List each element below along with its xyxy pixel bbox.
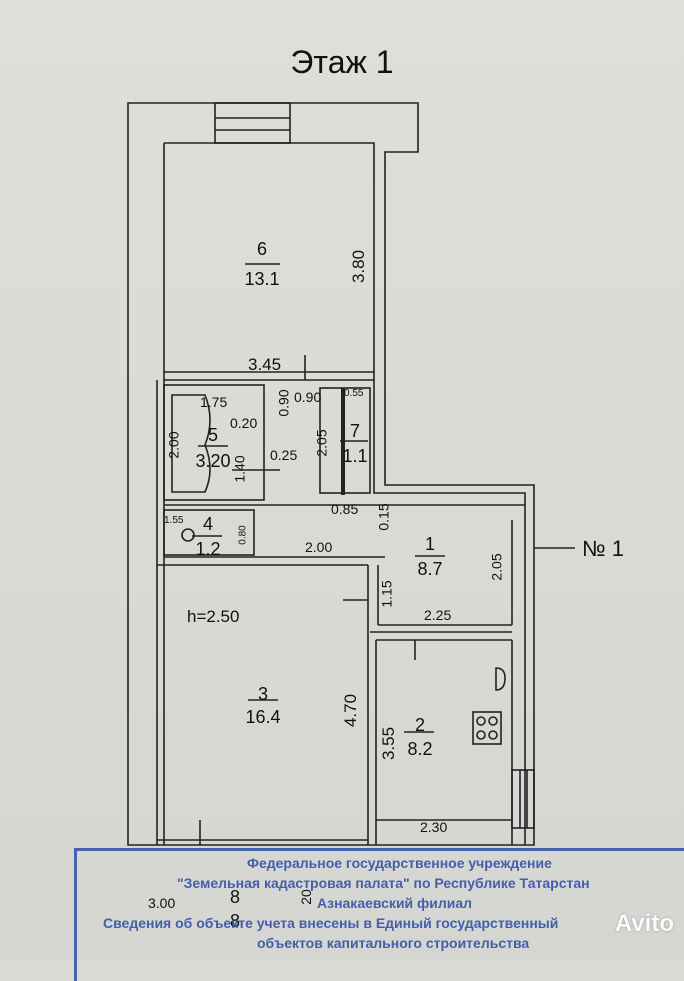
room4-box xyxy=(163,509,255,556)
stamp-line-3: Азнакаевский филиал xyxy=(317,895,473,911)
object-number-label: № 1 xyxy=(582,536,624,561)
inner-wall xyxy=(164,142,526,845)
dim-2-25: 2.25 xyxy=(424,607,452,623)
room-1-area: 8.7 xyxy=(417,559,443,579)
height-note: h=2.50 xyxy=(187,607,240,626)
room-6-area: 13.1 xyxy=(244,269,280,289)
dim-2-30: 2.30 xyxy=(420,819,448,835)
room-4-area: 1.2 xyxy=(195,539,221,559)
stamp-line-4: Сведения об объекте учета внесены в Един… xyxy=(103,915,559,931)
stove xyxy=(472,711,502,745)
dim-1-40-vertical: 1.40 xyxy=(231,455,248,483)
dim-0-80-vertical: 0.80 xyxy=(237,525,249,545)
dim-0-25: 0.25 xyxy=(270,447,298,463)
room-2-number: 2 xyxy=(414,715,425,735)
room-5-number: 5 xyxy=(207,425,218,445)
dim-3-55-vertical: 3.55 xyxy=(379,726,399,761)
room-3-area: 16.4 xyxy=(245,707,281,727)
room-7-number: 7 xyxy=(349,421,360,441)
dim-2-00: 2.00 xyxy=(305,539,333,555)
cadastral-stamp: Федеральное государственное учреждение "… xyxy=(74,848,684,981)
dim-4-70-vertical: 4.70 xyxy=(341,693,361,728)
dim-1-15-vertical: 1.15 xyxy=(378,580,395,608)
dim-0-20: 0.20 xyxy=(230,415,258,431)
dim-2-00-vertical: 2.00 xyxy=(165,431,182,459)
dim-0-85: 0.85 xyxy=(331,501,359,517)
room-3-number: 3 xyxy=(257,684,268,704)
dim-0-55: 0.55 xyxy=(344,388,364,399)
dim-0-90: 0.90 xyxy=(294,389,322,405)
window-top xyxy=(214,102,291,144)
room-1-number: 1 xyxy=(424,534,435,554)
dim-2-05-vertical-right: 2.05 xyxy=(488,553,505,581)
dim-0-90-vertical: 0.90 xyxy=(275,389,292,417)
outer-wall xyxy=(127,102,535,846)
dim-1-55: 1.55 xyxy=(164,515,184,526)
room-4-number: 4 xyxy=(202,514,213,534)
window-side xyxy=(511,769,535,829)
floor-title: Этаж 1 xyxy=(290,44,394,80)
floor-plan-drawing xyxy=(127,102,575,846)
dim-1-75: 1.75 xyxy=(200,394,228,410)
room5-box xyxy=(163,384,265,501)
room-6-number: 6 xyxy=(256,239,267,259)
avito-watermark: Avito xyxy=(614,910,674,937)
room-8-number: 8 xyxy=(229,887,240,907)
dim-3-80: 3.80 xyxy=(349,249,369,284)
stamp-line-5: объектов капитального строительства xyxy=(257,935,530,951)
room-5-area: 3.20 xyxy=(195,451,231,471)
stamp-line-2: "Земельная кадастровая палата" по Респуб… xyxy=(177,875,590,891)
dim-0-15-vertical: 0.15 xyxy=(375,503,392,531)
room-8-area: 8 xyxy=(229,911,240,931)
dim-2-05-vertical: 2.05 xyxy=(313,429,330,457)
room-2-area: 8.2 xyxy=(407,739,433,759)
dim-3-45: 3.45 xyxy=(248,355,282,374)
room-7-area: 1.1 xyxy=(342,446,368,466)
dim-3-00: 3.00 xyxy=(148,895,176,911)
stamp-line-1: Федеральное государственное учреждение xyxy=(247,855,552,871)
